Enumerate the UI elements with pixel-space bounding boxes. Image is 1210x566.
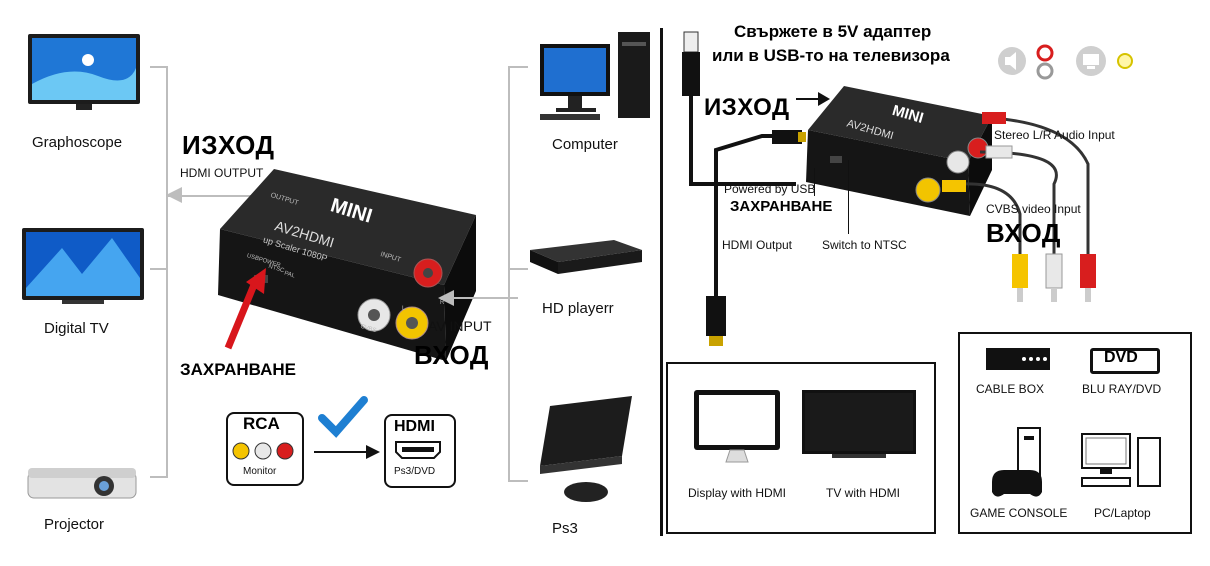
hdmi-display-image	[694, 390, 780, 463]
ps3-label: Ps3	[552, 520, 578, 537]
projector-image	[27, 460, 137, 502]
cable-box-label: CABLE BOX	[976, 382, 1045, 396]
left-output-title: ИЗХОД	[182, 130, 275, 160]
hd-player-image	[530, 234, 642, 278]
video-jack-icon	[1117, 53, 1133, 69]
stereo-label: Stereo L/R Audio Input	[994, 128, 1115, 142]
rca-to-hdmi-arrow	[314, 445, 380, 459]
panel-divider	[660, 28, 663, 536]
pc-laptop-image	[1081, 433, 1161, 487]
device-port-r: R	[440, 300, 445, 306]
projector-label: Projector	[44, 516, 105, 533]
usb-cable	[682, 31, 796, 186]
hdmi-output-label: HDMI Output	[722, 238, 793, 252]
ps3-image	[536, 396, 636, 506]
rca-card-caption: Monitor	[243, 466, 277, 477]
hdmi-cable	[706, 130, 806, 346]
left-power-label: ЗАХРАНВАНЕ	[180, 360, 296, 379]
digital-tv-image	[22, 228, 144, 308]
pc-laptop-label: PC/Laptop	[1094, 506, 1151, 520]
right-input-title: ВХОД	[986, 218, 1061, 248]
connector-line	[150, 476, 168, 478]
audio-jacks-icon	[1036, 44, 1054, 80]
dvd-badge-text: DVD	[1104, 349, 1138, 366]
check-mark-icon	[318, 396, 368, 438]
connector-line	[166, 66, 168, 476]
right-headline-1: Свържете в 5V адаптер	[734, 22, 932, 41]
connector-line	[490, 297, 510, 299]
connector-line	[508, 480, 528, 482]
usb-pointer-line	[814, 168, 815, 196]
connector-line	[508, 66, 510, 482]
hd-player-label: HD playerr	[542, 300, 614, 317]
computer-label: Computer	[552, 136, 618, 153]
switch-pointer-line	[848, 160, 849, 234]
left-output-sub: HDMI OUTPUT	[180, 166, 264, 180]
connector-line	[150, 66, 168, 68]
powered-usb-label: Powered by USB	[724, 182, 816, 196]
graphoscope-image	[28, 34, 140, 114]
monitor-icon	[1076, 46, 1106, 76]
hdmi-card-title: HDMI	[394, 418, 435, 435]
left-input-title: ВХОД	[414, 340, 489, 370]
right-headline-2: или в USB-то на телевизора	[712, 46, 950, 65]
arrow-to-device	[438, 290, 518, 306]
tv-hdmi-label: TV with HDMI	[826, 486, 901, 500]
cvbs-label: CVBS video Input	[986, 202, 1081, 216]
right-power-label: ЗАХРАНВАНЕ	[730, 198, 833, 215]
digital-tv-label: Digital TV	[44, 320, 109, 337]
right-output-arrow	[796, 92, 830, 106]
speaker-icon	[998, 47, 1026, 75]
game-console-image	[992, 427, 1042, 497]
connector-line	[508, 268, 528, 270]
computer-image	[540, 32, 652, 124]
left-input-sub: AV INPUT	[428, 318, 492, 334]
connector-line	[166, 195, 278, 197]
av2hdmi-device	[218, 169, 476, 361]
connector-line	[150, 268, 168, 270]
dvd-badge	[1090, 348, 1160, 374]
power-arrow	[224, 268, 266, 350]
hdmi-card-caption: Ps3/DVD	[394, 466, 436, 477]
display-hdmi-label: Display with HDMI	[688, 486, 787, 500]
switch-ntsc-label: Switch to NTSC	[822, 238, 907, 252]
av2hdmi-device-right	[806, 86, 992, 216]
connector-line	[508, 66, 528, 68]
rca-jacks-icon	[232, 442, 294, 460]
cable-box-image	[986, 348, 1050, 370]
device-port-l: L	[402, 306, 406, 312]
hdmi-tv-image	[802, 390, 916, 458]
game-console-label: GAME CONSOLE	[970, 506, 1068, 520]
rca-card-title: RCA	[243, 414, 280, 433]
right-output-title: ИЗХОД	[704, 94, 790, 121]
graphoscope-label: Graphoscope	[32, 134, 123, 151]
arrow-to-outputs	[166, 187, 182, 203]
hdmi-port-icon	[395, 441, 441, 459]
rca-cables	[941, 112, 1096, 302]
bluray-label: BLU RAY/DVD	[1082, 382, 1162, 396]
